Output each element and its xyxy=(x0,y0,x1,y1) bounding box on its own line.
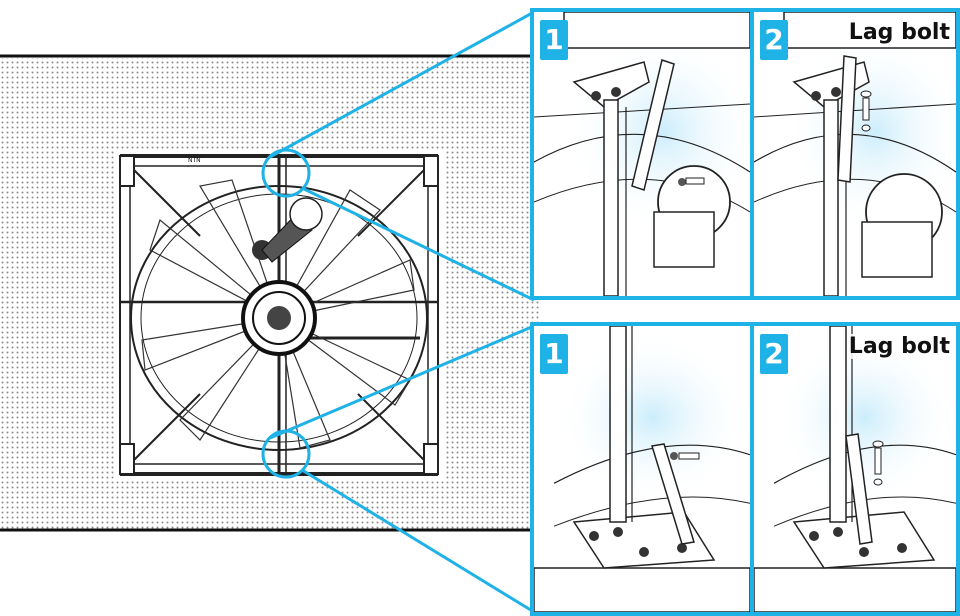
nut xyxy=(677,543,687,553)
venturi-curve xyxy=(553,496,750,527)
venturi-curve xyxy=(773,496,956,527)
fan-housing xyxy=(119,154,439,476)
nut xyxy=(613,527,623,537)
bottom-step-2-panel: 2 Lag bolt xyxy=(750,322,960,616)
lag-bolt-washer xyxy=(873,478,883,486)
diagonal-brace xyxy=(631,59,675,191)
bottom-step-2-detail-drawing xyxy=(754,326,956,612)
step-badge: 2 xyxy=(760,20,788,60)
vertical-post xyxy=(609,326,627,523)
nut xyxy=(831,87,841,97)
nut xyxy=(859,547,869,557)
top-step-1-panel: 1 xyxy=(530,8,754,300)
diagonal-brace xyxy=(837,55,857,183)
top-step-2-detail-drawing xyxy=(754,12,956,296)
fan-hub xyxy=(241,197,323,356)
nut xyxy=(589,531,599,541)
housing-top-plate xyxy=(563,12,750,49)
top-step-2-panel: 2 Lag bolt xyxy=(750,8,960,300)
fan-top-label: NTN xyxy=(188,157,201,164)
housing-bottom-plate xyxy=(534,567,750,612)
highlight-glow xyxy=(774,331,956,504)
bottom-step-1-panel: 1 xyxy=(530,322,754,616)
venturi-curve xyxy=(754,133,956,173)
venturi-curve xyxy=(534,133,750,173)
lag-bolt-washer xyxy=(860,90,872,98)
bolt-head xyxy=(678,178,686,186)
housing-edge xyxy=(534,103,750,118)
nut xyxy=(809,531,819,541)
vertical-post xyxy=(829,326,847,523)
diagonal-brace xyxy=(651,443,695,545)
step-badge: 1 xyxy=(540,20,568,60)
nut xyxy=(611,87,621,97)
venturi-curve xyxy=(773,444,956,484)
nut xyxy=(639,547,649,557)
housing-bottom-plate xyxy=(754,567,956,612)
lag-bolt-shank xyxy=(874,447,882,475)
callout-connectors xyxy=(261,10,535,614)
lag-bolt-label: Lag bolt xyxy=(846,20,952,45)
lag-bolt-washer xyxy=(872,440,884,448)
housing-edge xyxy=(754,103,956,118)
vertical-post xyxy=(823,99,839,296)
step-badge: 1 xyxy=(540,334,568,374)
nut xyxy=(897,543,907,553)
bolt-shank xyxy=(685,177,705,185)
bottom-step-1-detail-drawing xyxy=(534,326,750,612)
motor-body xyxy=(861,221,933,278)
top-step-1-detail-drawing xyxy=(534,12,750,296)
nut xyxy=(811,91,821,101)
motor-body xyxy=(653,211,715,268)
lag-bolt-shank xyxy=(862,97,870,121)
lag-bolt-label: Lag bolt xyxy=(846,334,952,359)
bolt-head xyxy=(670,452,678,460)
lag-bolt-washer xyxy=(861,124,871,132)
bolt-shank xyxy=(678,452,700,460)
diagonal-brace xyxy=(845,433,873,545)
vertical-post xyxy=(603,99,619,296)
step-badge: 2 xyxy=(760,334,788,374)
nut xyxy=(833,527,843,537)
top-callout-circle xyxy=(261,148,311,198)
nut xyxy=(591,91,601,101)
highlight-glow xyxy=(555,331,750,504)
